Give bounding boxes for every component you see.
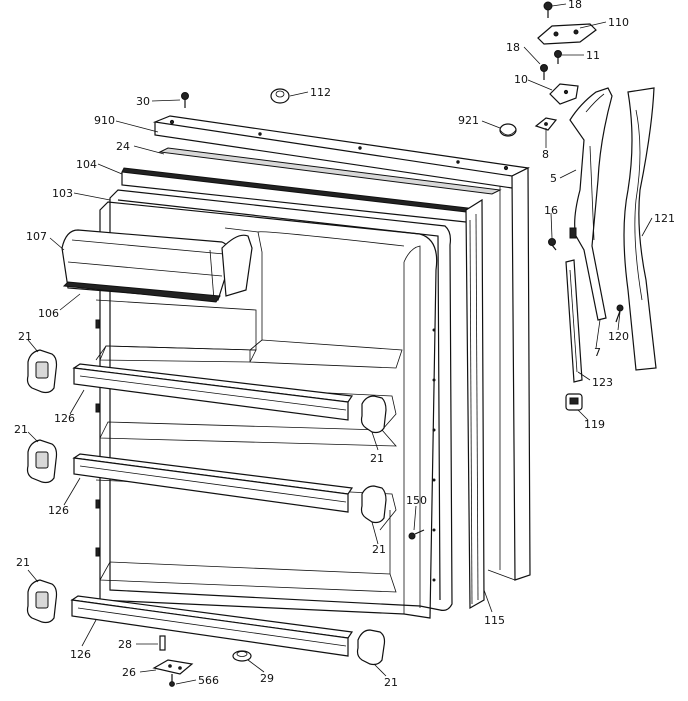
door-handle xyxy=(569,87,613,321)
screw-150 xyxy=(408,529,425,540)
callout-103: 103 xyxy=(52,187,73,200)
handle-trim-121 xyxy=(623,87,657,371)
door-outer-panel xyxy=(152,115,531,581)
clip-119 xyxy=(565,393,583,411)
callout-30: 30 xyxy=(136,95,150,108)
screw-120 xyxy=(615,304,624,323)
callout-24: 24 xyxy=(116,140,130,153)
screw-18 xyxy=(540,64,548,80)
callout-104: 104 xyxy=(76,158,97,171)
callout-566: 566 xyxy=(198,674,219,687)
callout-21-d: 21 xyxy=(372,543,386,556)
plug-921 xyxy=(499,123,517,137)
shelf-end-cap-right-3 xyxy=(356,629,386,666)
callout-110: 110 xyxy=(608,16,629,29)
callout-120: 120 xyxy=(608,330,629,343)
callout-28: 28 xyxy=(118,638,132,651)
shelf-end-cap-right-1 xyxy=(360,395,387,434)
screw-11 xyxy=(554,50,562,64)
callout-21-e: 21 xyxy=(16,556,30,569)
callout-5: 5 xyxy=(550,172,557,185)
shelf-end-cap-left-1 xyxy=(26,349,58,394)
callout-10: 10 xyxy=(514,73,528,86)
handle-insert-123 xyxy=(565,259,583,383)
callout-115: 115 xyxy=(484,614,505,627)
screw-16 xyxy=(548,238,557,251)
callout-121: 121 xyxy=(654,212,675,225)
callout-126-c: 126 xyxy=(70,648,91,661)
callout-21-c: 21 xyxy=(14,423,28,436)
screw-30 xyxy=(181,92,189,108)
callout-126-b: 126 xyxy=(48,504,69,517)
plug-112 xyxy=(270,88,290,104)
callout-150: 150 xyxy=(406,494,427,507)
breaker-strip xyxy=(158,147,502,195)
pin-28 xyxy=(159,635,166,651)
shelf-bar-middle xyxy=(72,453,354,513)
bushing-29 xyxy=(232,650,252,662)
callout-18-top: 18 xyxy=(568,0,582,11)
callout-29: 29 xyxy=(260,672,274,685)
shelf-end-cap-right-2 xyxy=(360,485,387,524)
callout-107: 107 xyxy=(26,230,47,243)
shelf-end-cap-left-3 xyxy=(26,579,58,624)
hinge-bracket-10 xyxy=(549,83,579,105)
screw-566 xyxy=(169,674,175,687)
shelf-end-cap-left-2 xyxy=(26,439,58,484)
bracket-8 xyxy=(534,117,558,131)
callout-921: 921 xyxy=(458,114,479,127)
leader-lines xyxy=(27,3,653,685)
callout-126-a: 126 xyxy=(54,412,75,425)
plate-26 xyxy=(152,659,194,675)
hinge-110 xyxy=(537,23,597,45)
callout-910: 910 xyxy=(94,114,115,127)
callout-123: 123 xyxy=(592,376,613,389)
dairy-compartment-door xyxy=(61,229,253,303)
callout-7: 7 xyxy=(594,346,601,359)
callout-112: 112 xyxy=(310,86,331,99)
callout-21-a: 21 xyxy=(18,330,32,343)
callout-119: 119 xyxy=(584,418,605,431)
callout-8: 8 xyxy=(542,148,549,161)
callout-106: 106 xyxy=(38,307,59,320)
door-gasket xyxy=(121,167,485,610)
callout-21-b: 21 xyxy=(370,452,384,465)
callout-16: 16 xyxy=(544,204,558,217)
screw-18-top xyxy=(543,1,553,18)
callout-labels: 18 110 18 11 10 30 112 921 910 8 24 104 … xyxy=(14,0,675,689)
callout-18: 18 xyxy=(506,41,520,54)
callout-11: 11 xyxy=(586,49,600,62)
shelf-bar-upper xyxy=(72,363,354,421)
callout-21-f: 21 xyxy=(384,676,398,689)
callout-26: 26 xyxy=(122,666,136,679)
shelf-bar-lower xyxy=(70,595,354,657)
